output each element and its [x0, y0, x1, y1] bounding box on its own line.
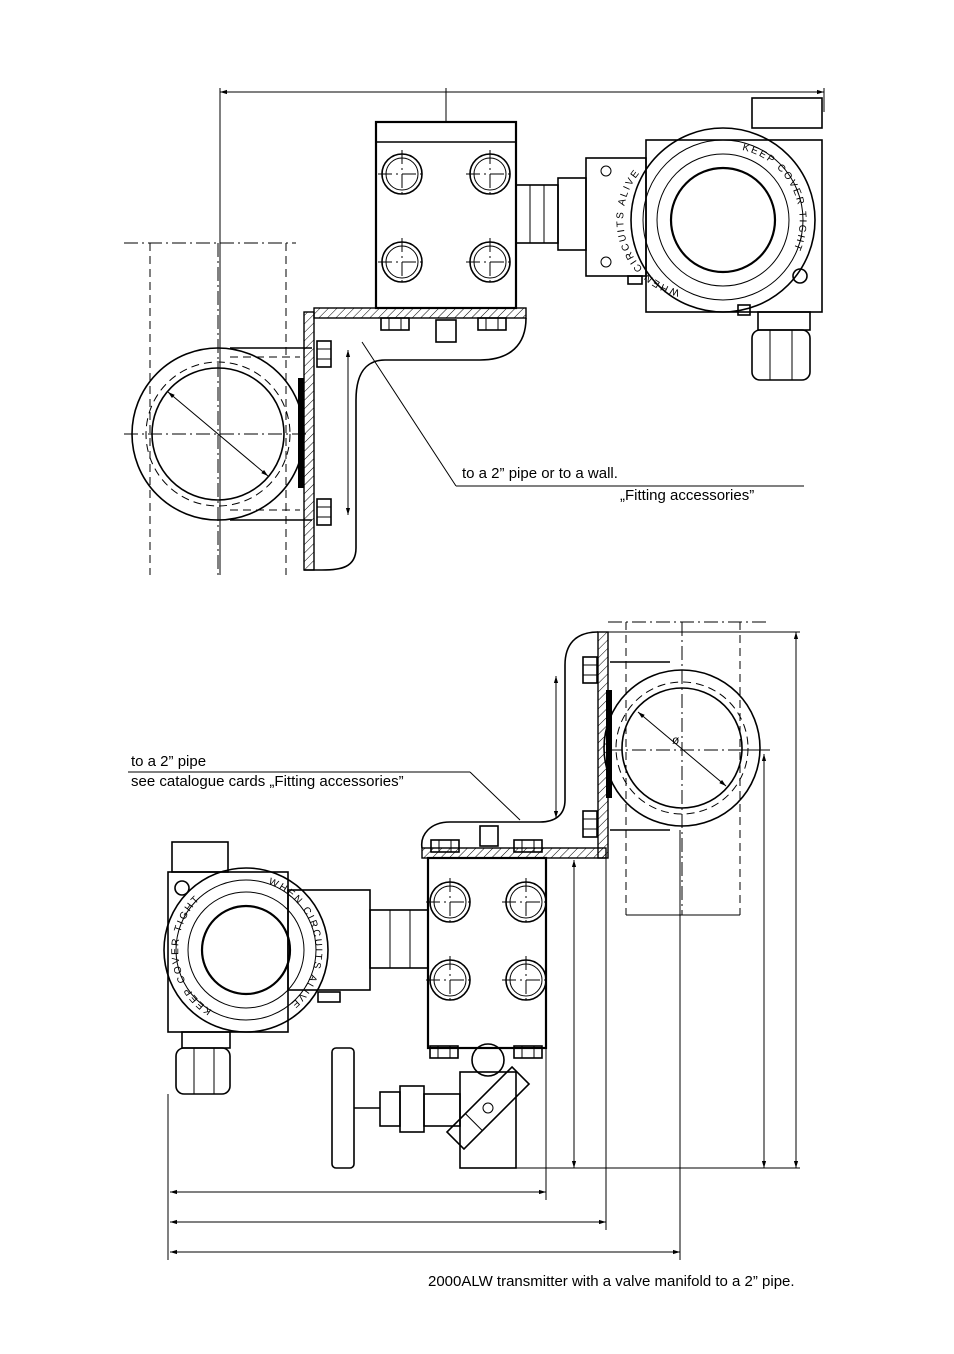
top-leader [361, 341, 804, 487]
svg-text:WHEN CIRCUITS ALIVE: WHEN CIRCUITS ALIVE [615, 167, 681, 298]
top-view: WHEN CIRCUITS ALIVE KEEP COVER TIGHT to … [124, 88, 825, 575]
bottom-bracket [421, 631, 609, 859]
svg-text:KEEP COVER TIGHT: KEEP COVER TIGHT [741, 142, 808, 253]
top-u-bolt [230, 347, 312, 521]
svg-text:KEEP COVER TIGHT: KEEP COVER TIGHT [170, 893, 213, 1017]
bottom-pipe-centerlines [608, 621, 766, 916]
top-pipe-centerlines [124, 242, 310, 575]
bottom-leader [128, 771, 521, 821]
bottom-label-line1: to a 2” pipe [131, 753, 206, 770]
bottom-diameter-symbol: ø [672, 733, 680, 747]
top-housing: WHEN CIRCUITS ALIVE KEEP COVER TIGHT [585, 97, 823, 381]
bottom-sensor-body [425, 856, 551, 1077]
bottom-dimension-lines [167, 631, 800, 1260]
top-cover-text: KEEP COVER TIGHT [741, 142, 806, 253]
top-circuits-text: WHEN CIRCUITS ALIVE [615, 167, 679, 298]
bottom-housing: KEEP COVER TIGHT WHEN CIRCUITS ALIVE [163, 841, 371, 1095]
top-label-line1: to a 2” pipe or to a wall. [462, 465, 618, 482]
top-sensor-body [374, 92, 518, 343]
bottom-view: ø [128, 621, 800, 1260]
top-bracket [303, 307, 527, 571]
figure-caption: 2000ALW transmitter with a valve manifol… [428, 1273, 795, 1290]
top-neck [515, 177, 587, 251]
bottom-valve-manifold [331, 1047, 531, 1169]
bottom-u-bolt [606, 661, 670, 831]
bottom-label-line2: see catalogue cards „Fitting accessories… [131, 773, 404, 790]
bottom-neck [369, 909, 429, 969]
bottom-cover-text: KEEP COVER TIGHT [170, 893, 211, 1017]
top-label-line2: „Fitting accessories” [620, 487, 754, 504]
